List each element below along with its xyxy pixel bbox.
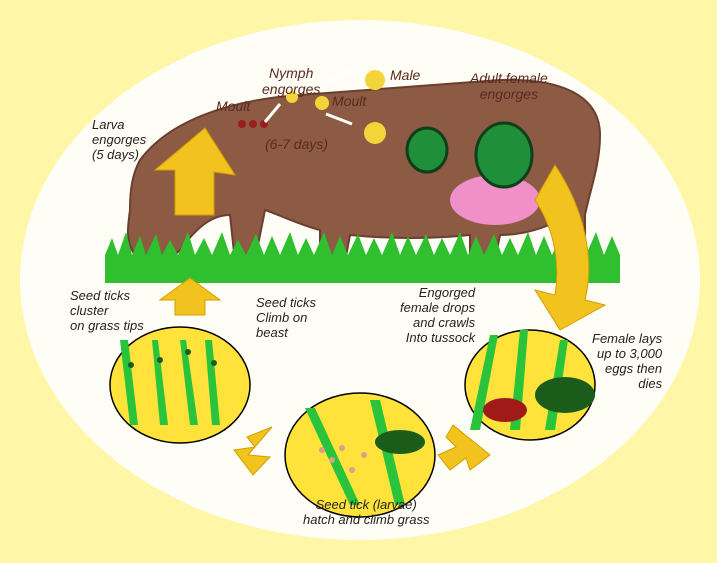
tick-icon (375, 430, 425, 454)
circle-female-lays (465, 330, 595, 440)
label-days: (6-7 days) (265, 136, 328, 152)
label-male: Male (390, 67, 420, 83)
label-hatch: Seed tick (larvae)hatch and climb grass (303, 497, 429, 527)
label-moult-left: Moult (216, 98, 250, 114)
label-moult-right: Moult (332, 93, 366, 109)
circle-seed-ticks-cluster (110, 327, 250, 443)
